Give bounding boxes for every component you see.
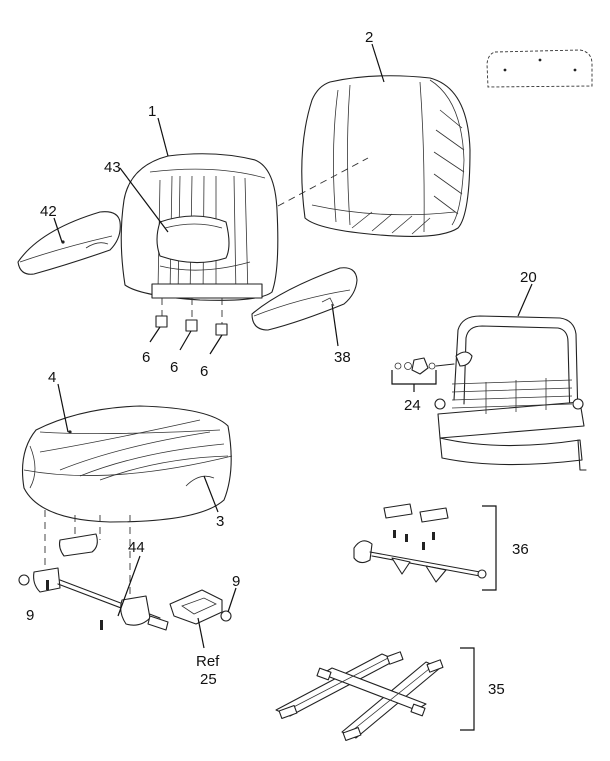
label-9-a: 9 bbox=[26, 607, 34, 624]
mounting-plate bbox=[486, 49, 593, 88]
label-20: 20 bbox=[520, 269, 537, 286]
label-24: 24 bbox=[404, 397, 421, 414]
label-4: 4 bbox=[48, 369, 56, 386]
slide-kit-part-36 bbox=[353, 503, 497, 591]
seat-back-part-1 bbox=[120, 153, 369, 336]
label-6-c: 6 bbox=[200, 363, 208, 380]
seat-cushion-part-4 bbox=[21, 405, 233, 600]
label-1: 1 bbox=[148, 103, 156, 120]
armrest-part-38 bbox=[251, 267, 358, 331]
armrest-part-42 bbox=[17, 211, 121, 275]
callout-labels: 1 2 43 42 38 6 6 6 20 24 4 3 44 9 9 Ref … bbox=[26, 29, 537, 698]
label-35: 35 bbox=[488, 681, 505, 698]
label-9-b: 9 bbox=[232, 573, 240, 590]
back-cushion-part-2 bbox=[301, 75, 471, 237]
label-2: 2 bbox=[365, 29, 373, 46]
label-25: 25 bbox=[200, 671, 217, 688]
seat-shaft-assembly bbox=[18, 533, 232, 631]
label-38: 38 bbox=[334, 349, 351, 366]
label-ref: Ref bbox=[196, 653, 220, 670]
label-42: 42 bbox=[40, 203, 57, 220]
strap-kit-part-35 bbox=[275, 647, 475, 742]
leader-lines bbox=[53, 43, 533, 649]
label-43: 43 bbox=[104, 159, 121, 176]
label-36: 36 bbox=[512, 541, 529, 558]
label-6-a: 6 bbox=[142, 349, 150, 366]
label-44: 44 bbox=[128, 539, 145, 556]
label-6-b: 6 bbox=[170, 359, 178, 376]
label-3: 3 bbox=[216, 513, 224, 530]
seat-frame-part-20 bbox=[394, 315, 587, 471]
